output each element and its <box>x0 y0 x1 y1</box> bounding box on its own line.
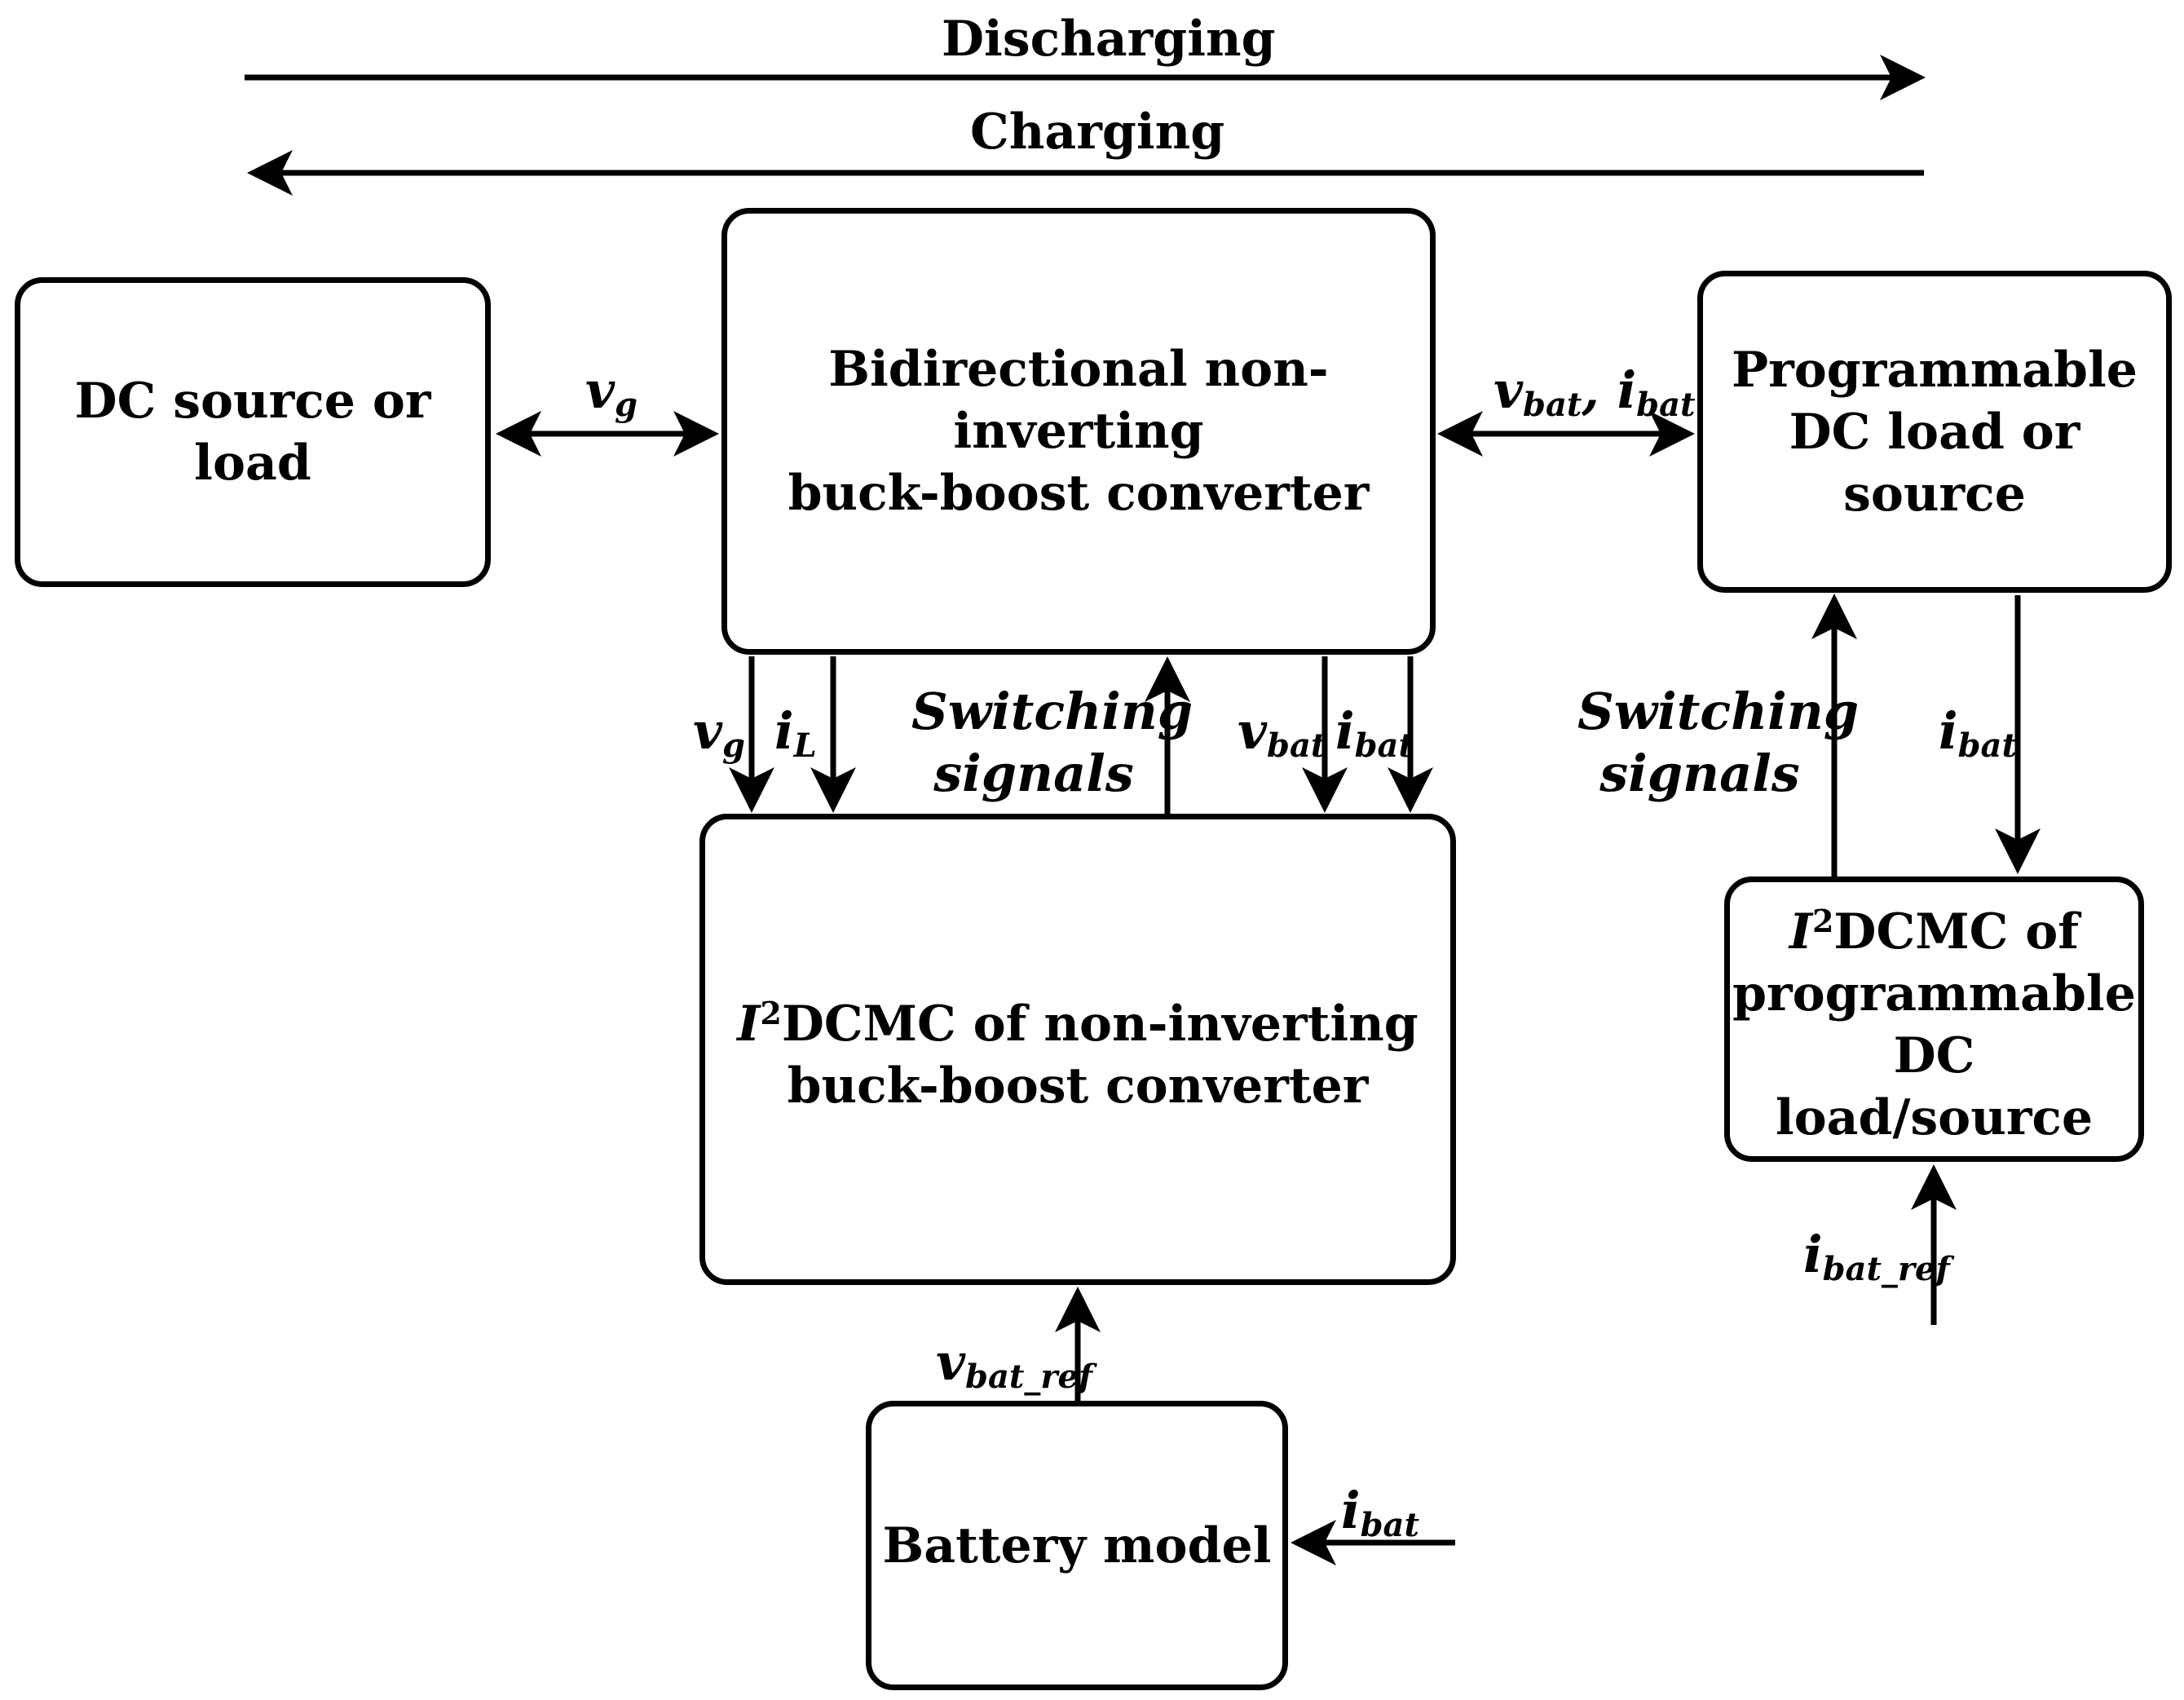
battery-model-label: Battery model <box>882 1517 1272 1574</box>
dc-source-label: DC source or load <box>74 373 431 492</box>
vg-down-label: vg <box>693 701 745 765</box>
vg-label: vg <box>585 360 638 424</box>
i2dcmc-programmable-label: I2DCMC of programmable DC load/source <box>1730 890 2138 1149</box>
vbat-down-label: vbat <box>1238 701 1326 765</box>
discharging-label: Discharging <box>942 11 1276 68</box>
programmable-block: Programmable DC load or source <box>1697 271 2172 593</box>
ibat-ref-label: ibat_ref <box>1803 1225 1950 1288</box>
ibat-right-label: ibat <box>1939 701 2017 765</box>
battery-model-block: Battery model <box>866 1401 1288 1690</box>
i2dcmc-programmable-line3: DC load/source <box>1775 1027 2094 1146</box>
i2dcmc-converter-block: I2DCMC of non-inverting buck-boost conve… <box>699 814 1456 1285</box>
converter-label-line1: Bidirectional non-inverting <box>828 341 1329 460</box>
i2dcmc-programmable-block: I2DCMC of programmable DC load/source <box>1724 876 2144 1162</box>
converter-label-line2: buck-boost converter <box>788 465 1370 522</box>
ibat-down-label: ibat <box>1335 701 1414 765</box>
i2dcmc-programmable-line1: I2DCMC of <box>1789 902 2080 960</box>
switching-signals-right-label: Switching signals <box>1577 682 1860 803</box>
ibat-battery-label: ibat <box>1341 1481 1419 1544</box>
i2dcmc-converter-line1: I2DCMC of non-inverting <box>737 994 1418 1053</box>
vbat-ibat-label: vbat, ibat <box>1494 360 1696 424</box>
iL-down-label: iL <box>774 701 817 765</box>
switching-signals-label: Switching signals <box>911 682 1193 803</box>
programmable-label: Programmable DC load or source <box>1703 339 2166 525</box>
vbat-ref-label: vbat_ref <box>936 1332 1093 1396</box>
i2dcmc-programmable-line2: programmable <box>1732 965 2136 1022</box>
dc-source-block: DC source or load <box>15 277 491 587</box>
programmable-label-line1: Programmable <box>1732 341 2138 399</box>
programmable-label-line2: DC load or source <box>1789 403 2080 523</box>
i2dcmc-converter-line2: buck-boost converter <box>787 1057 1369 1115</box>
charging-label: Charging <box>970 104 1225 161</box>
converter-block: Bidirectional non-inverting buck-boost c… <box>721 208 1436 655</box>
converter-label: Bidirectional non-inverting buck-boost c… <box>727 338 1430 524</box>
i2dcmc-converter-label: I2DCMC of non-inverting buck-boost conve… <box>737 982 1418 1117</box>
